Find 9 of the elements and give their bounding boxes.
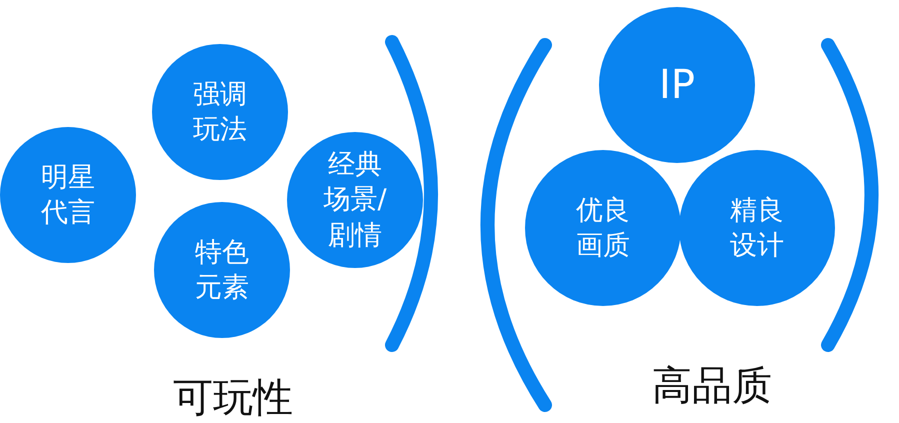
group-label: 高品质 xyxy=(652,362,772,410)
node-text: 经典场景/剧情 xyxy=(322,148,388,253)
node-text: 优良画质 xyxy=(574,194,631,263)
node-text: 特色元素 xyxy=(194,236,250,305)
node-text: 精良设计 xyxy=(728,194,785,263)
node-text: 强调玩法 xyxy=(192,78,248,147)
group-label: 可玩性 xyxy=(173,374,293,422)
node-text: 明星代言 xyxy=(40,160,96,230)
node-text: IP xyxy=(658,61,696,110)
